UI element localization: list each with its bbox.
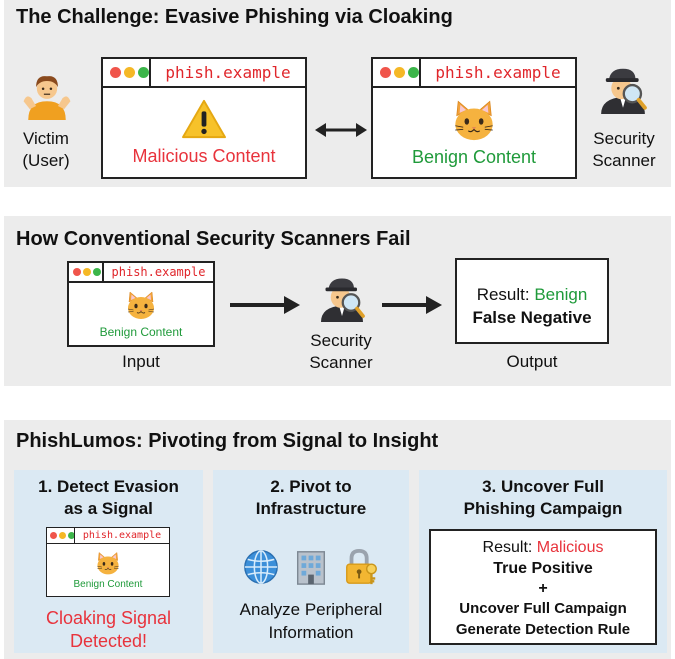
url-label: phish.example [419,59,575,86]
step3-panel: 3. Uncover Full Phishing Campaign Result… [419,470,667,653]
arrow-right-icon [380,294,444,316]
result-prefix: Result: [476,285,535,304]
maximize-dot-icon [68,532,75,539]
detective-icon [318,274,366,324]
cat-face-icon [95,550,121,576]
arrow-right-icon [228,294,302,316]
close-dot-icon [110,67,121,78]
phishlumos-panel: PhishLumos: Pivoting from Signal to Insi… [4,420,671,659]
step1-browser-window: phish.example Benign Content [46,527,170,597]
cat-face-icon [125,289,157,321]
conventional-title: How Conventional Security Scanners Fail [16,228,411,250]
malicious-content-text: Malicious Content [132,146,276,166]
step3-title: 3. Uncover Full Phishing Campaign [463,477,623,518]
malicious-browser-window: phish.example Malicious Content [101,57,307,179]
minimize-dot-icon [83,268,91,276]
plus-text: + [538,580,548,597]
close-dot-icon [50,532,57,539]
output-label: Output [506,352,558,371]
true-positive-text: True Positive [493,560,593,577]
close-dot-icon [73,268,81,276]
input-label: Input [122,352,160,371]
phishlumos-title: PhishLumos: Pivoting from Signal to Insi… [16,430,439,452]
benign-content-text: Benign Content [73,579,143,590]
minimize-dot-icon [394,67,405,78]
office-building-icon [292,548,330,586]
detection-rule-text: Generate Detection Rule [455,621,631,638]
url-label: phish.example [74,528,169,543]
step2-title: 2. Pivot to Infrastructure [255,477,367,518]
close-dot-icon [380,67,391,78]
detective-icon [598,64,648,116]
url-label: phish.example [102,263,213,281]
step1-title: 1. Detect Evasion as a Signal [38,477,179,518]
challenge-panel: The Challenge: Evasive Phishing via Cloa… [4,0,671,187]
url-label: phish.example [149,59,305,86]
input-browser-window: phish.example Benign Content [67,261,215,347]
maximize-dot-icon [93,268,101,276]
conventional-panel: How Conventional Security Scanners Fail … [4,216,671,386]
globe-icon [242,548,280,586]
benign-browser-window: phish.example Benign Content [371,57,577,179]
cloaking-signal-text: Cloaking Signal Detected! [45,608,172,651]
victim-label: Victim (User) [22,129,70,170]
scanner-label: Security Scanner [309,331,373,372]
scanner-label: Security Scanner [592,129,656,170]
result-prefix: Result: [482,539,537,556]
output-result-box: Result: Benign False Negative [455,258,609,344]
lock-with-key-icon [342,548,380,586]
result-value: Malicious [536,539,604,556]
warning-icon [181,98,227,140]
maximize-dot-icon [408,67,419,78]
step1-panel: 1. Detect Evasion as a Signal phish.exam… [14,470,203,653]
uncover-campaign-text: Uncover Full Campaign [459,600,627,617]
step2-panel: 2. Pivot to Infrastructure [213,470,409,653]
double-arrow-icon [313,120,369,140]
benign-content-text: Benign Content [411,147,537,167]
minimize-dot-icon [59,532,66,539]
challenge-title: The Challenge: Evasive Phishing via Cloa… [16,6,453,28]
benign-content-text: Benign Content [99,325,183,339]
minimize-dot-icon [124,67,135,78]
maximize-dot-icon [138,67,149,78]
analyze-text: Analyze Peripheral Information [239,600,383,642]
victim-icon [22,70,72,120]
result-value: Benign [534,285,588,304]
cat-face-icon [451,97,497,143]
final-result-box: Result: Malicious True Positive + Uncove… [429,529,657,645]
result-verdict: False Negative [472,308,592,327]
